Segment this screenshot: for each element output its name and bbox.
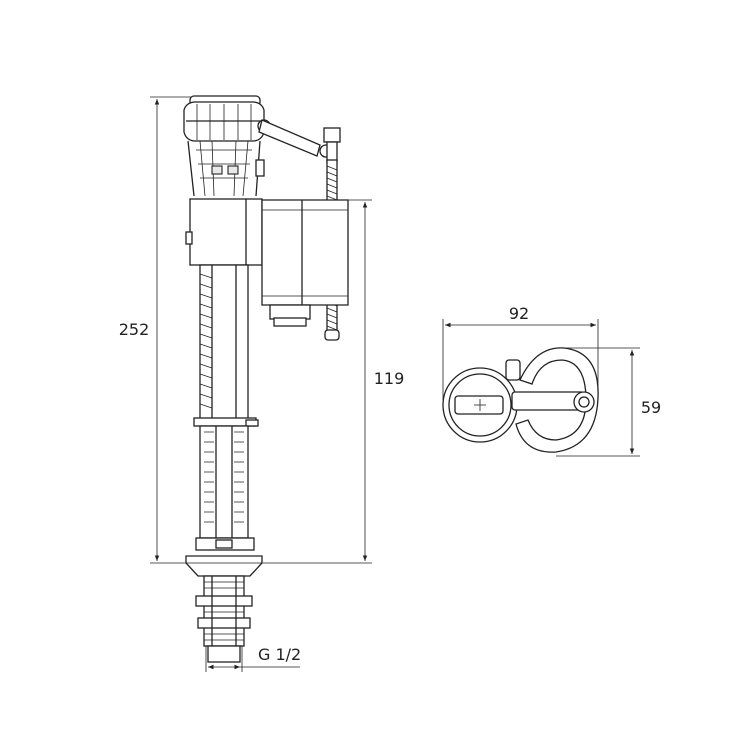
top-depth-label: 59 <box>641 398 661 417</box>
threaded-shank <box>195 575 253 663</box>
valve-body <box>185 198 263 266</box>
total-height-label: 252 <box>119 320 150 339</box>
lower-tube <box>195 425 255 551</box>
dimension-thread: G 1/2 <box>205 645 301 672</box>
valve-cap <box>183 95 265 142</box>
side-view <box>150 95 349 663</box>
float-height-label: 119 <box>374 369 405 388</box>
dimension-top-width: 92 <box>442 304 599 400</box>
dimension-top-depth: 59 <box>556 347 661 457</box>
telescopic-tube <box>193 264 259 427</box>
dimension-total-height: 252 <box>119 99 160 561</box>
top-width-label: 92 <box>509 304 529 323</box>
float-housing <box>261 199 349 327</box>
top-view <box>442 347 599 453</box>
base-flange <box>185 555 263 577</box>
thread-label: G 1/2 <box>258 645 301 664</box>
dimension-float-height: 119 <box>262 199 405 564</box>
valve-cage <box>187 140 265 197</box>
lever-arm <box>257 119 341 163</box>
